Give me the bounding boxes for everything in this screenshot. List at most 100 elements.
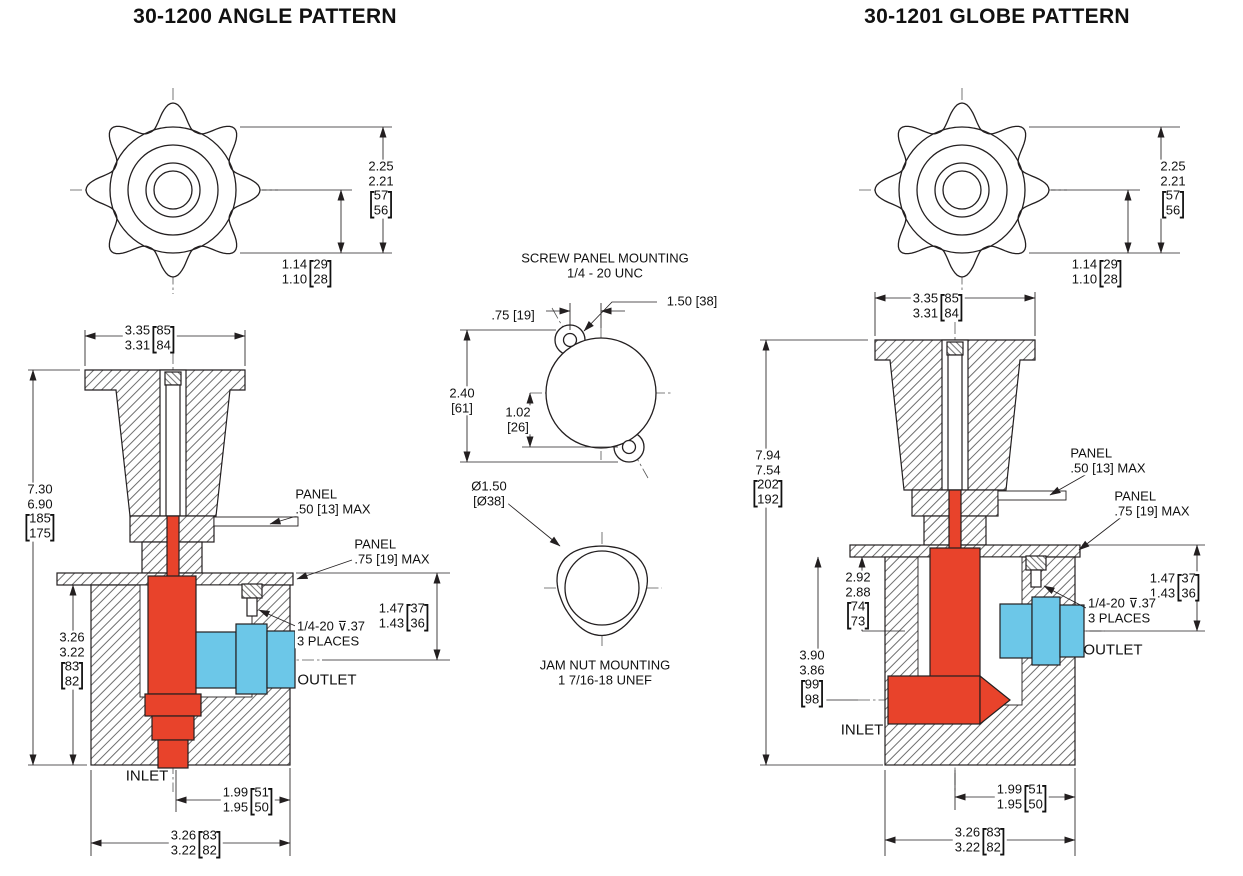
panel-75-callout-right: PANEL .75 [19] MAX xyxy=(1112,488,1192,519)
inlet-port-step3 xyxy=(157,739,189,769)
inlet-port-step1 xyxy=(144,693,202,717)
panel-thin-section xyxy=(997,490,1067,501)
mounting-bolt-shank xyxy=(1030,569,1042,588)
jam-nut-thread-circle xyxy=(564,550,640,626)
outlet-flow-path xyxy=(999,596,1085,666)
flange-body xyxy=(545,337,657,449)
bracket-open: [ xyxy=(197,826,204,859)
mounting-bolt-shank xyxy=(246,597,258,617)
handle-screw xyxy=(946,341,964,356)
jam-nut-outline xyxy=(556,545,649,637)
mounting-bolt-head xyxy=(1025,555,1047,571)
bracket-open: [ xyxy=(1160,186,1167,220)
handwheel-outline xyxy=(874,102,1050,278)
inlet-label-left: INLET xyxy=(125,767,169,785)
bracket-open: [ xyxy=(24,509,30,543)
bracket-close: ] xyxy=(424,599,430,632)
section-dims-left xyxy=(28,330,450,856)
handwheel-hub xyxy=(934,162,990,218)
outlet-step2 xyxy=(235,623,268,695)
bracket-open: [ xyxy=(799,675,806,709)
dim-hole-drop: 1.02 [26] xyxy=(503,404,533,435)
panel-75-callout-left: PANEL .75 [19] MAX xyxy=(352,536,432,567)
panel-thin-section xyxy=(213,516,299,527)
dim-jam-nut-diameter: Ø1.50 [Ø38] xyxy=(469,478,509,509)
panel-50-callout-right: PANEL .50 [13] MAX xyxy=(1068,445,1148,476)
jam-nut-detail xyxy=(505,501,662,646)
bracket-close: ] xyxy=(864,597,871,631)
screw-hole-bottom xyxy=(621,439,637,455)
outlet-label-right: OUTLET xyxy=(1083,641,1143,659)
bracket-close: ] xyxy=(1042,780,1048,813)
bracket-close: ] xyxy=(778,475,784,509)
dim-hole-offset: .75 [19] xyxy=(489,307,537,324)
bracket-open: [ xyxy=(59,657,66,691)
inlet-label-right: INLET xyxy=(840,721,884,739)
inlet-arrow xyxy=(979,674,1011,726)
dim-hole-spacing: 1.50 [38] xyxy=(664,293,720,310)
inlet-chamber xyxy=(147,575,197,695)
bracket-close: ] xyxy=(216,826,222,859)
top-view-dims-right xyxy=(1029,126,1180,254)
bracket-open: [ xyxy=(845,597,852,631)
bracket-close: ] xyxy=(170,321,176,354)
screw-hole-top xyxy=(562,332,578,348)
right-valve-section xyxy=(760,292,1205,856)
bracket-open: [ xyxy=(249,783,256,816)
handle-screw xyxy=(164,371,182,386)
bracket-close: ] xyxy=(268,783,274,816)
panel-50-callout-left: PANEL .50 [13] MAX xyxy=(293,486,373,517)
bracket-close: ] xyxy=(50,509,56,543)
outlet-step3 xyxy=(1059,604,1085,658)
handwheel-bore xyxy=(942,170,982,210)
bracket-close: ] xyxy=(1195,569,1201,602)
outlet-flow-path xyxy=(195,623,296,695)
outlet-step1 xyxy=(195,631,237,689)
bracket-open: [ xyxy=(939,289,946,322)
center-flange-detail xyxy=(460,301,672,479)
bracket-open: [ xyxy=(308,255,315,288)
handwheel-outline xyxy=(85,102,261,278)
handwheel-rim xyxy=(109,126,237,254)
outlet-step1 xyxy=(999,603,1033,659)
screw-callout-left: 1/4-20 ⊽.37 3 PLACES xyxy=(294,618,368,649)
bracket-open: [ xyxy=(1176,569,1183,602)
bracket-close: ] xyxy=(387,186,394,220)
bracket-open: [ xyxy=(752,475,758,509)
bracket-close: ] xyxy=(78,657,85,691)
handwheel-hub xyxy=(145,162,201,218)
valve-stem xyxy=(947,354,963,491)
outlet-label-left: OUTLET xyxy=(297,671,357,689)
outlet-step2 xyxy=(1031,596,1061,666)
inlet-port-step2 xyxy=(151,715,195,741)
valve-stem xyxy=(165,384,181,517)
handwheel-rim xyxy=(898,126,1026,254)
bracket-close: ] xyxy=(1179,186,1186,220)
bracket-close: ] xyxy=(327,255,333,288)
bracket-close: ] xyxy=(958,289,964,322)
left-valve-top-view xyxy=(70,88,392,294)
bracket-open: [ xyxy=(151,321,158,354)
left-valve-section xyxy=(28,330,450,856)
handwheel-ring xyxy=(127,144,219,236)
bracket-open: [ xyxy=(405,599,412,632)
jam-nut-heading: JAM NUT MOUNTING 1 7/16-18 UNEF xyxy=(539,657,671,687)
jam-nut-dims xyxy=(505,501,561,547)
screw-mount-heading: SCREW PANEL MOUNTING 1/4 - 20 UNC xyxy=(521,250,689,280)
bracket-close: ] xyxy=(1117,255,1123,288)
page-title-left: 30-1200 ANGLE PATTERN xyxy=(133,5,397,29)
